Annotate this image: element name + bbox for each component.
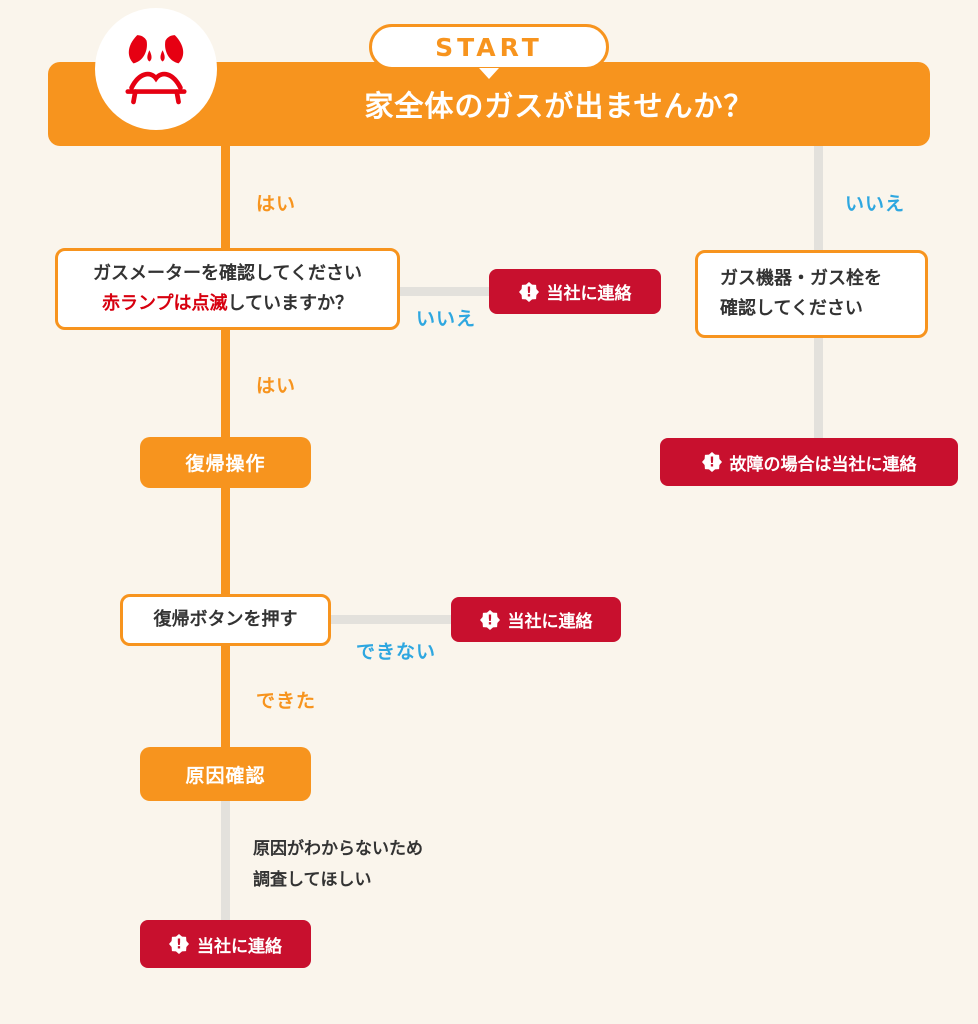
svg-text:!: ! bbox=[709, 456, 715, 471]
start-label: START bbox=[435, 32, 543, 62]
cause-check-label: 原因確認 bbox=[185, 764, 266, 787]
contact-fault-label: 故障の場合は当社に連絡 bbox=[729, 454, 917, 475]
connector-meter-to-contact bbox=[395, 287, 495, 296]
cause-note-line1: 原因がわからないため bbox=[253, 839, 423, 859]
meter-check-line2-highlight: 赤ランプは点滅 bbox=[102, 293, 228, 314]
recovery-operation-box: 復帰操作 bbox=[140, 437, 311, 488]
alert-exclamation-icon: ! bbox=[701, 452, 722, 472]
cause-note: 原因がわからないため 調査してほしい bbox=[253, 834, 423, 895]
start-badge-tail bbox=[479, 68, 499, 79]
branch-label-no-top: いいえ bbox=[845, 193, 906, 215]
svg-text:!: ! bbox=[526, 285, 532, 300]
branch-label-no-meter: いいえ bbox=[416, 308, 477, 330]
branch-label-yes-meter: はい bbox=[256, 375, 297, 397]
appliance-check-box: ガス機器・ガス栓を 確認してください bbox=[695, 250, 928, 338]
recovery-operation-label: 復帰操作 bbox=[185, 453, 266, 475]
contact-company-badge-3: ! 当社に連絡 bbox=[140, 920, 311, 968]
gas-mascot-icon bbox=[125, 35, 187, 105]
connector-button-to-contact bbox=[325, 615, 455, 624]
alert-exclamation-icon: ! bbox=[169, 934, 189, 954]
appliance-check-line1: ガス機器・ガス栓を bbox=[720, 268, 882, 290]
start-badge: START bbox=[369, 24, 609, 70]
contact-company-label: 当社に連絡 bbox=[507, 612, 593, 632]
contact-fault-badge: ! 故障の場合は当社に連絡 bbox=[660, 438, 958, 486]
cause-check-box: 原因確認 bbox=[140, 747, 311, 801]
svg-text:!: ! bbox=[176, 938, 182, 953]
meter-check-line2-rest: していますか？ bbox=[227, 293, 353, 314]
meter-check-line1: ガスメーターを確認してください bbox=[93, 263, 362, 285]
press-recovery-button-box: 復帰ボタンを押す bbox=[120, 594, 331, 646]
alert-exclamation-icon: ! bbox=[479, 609, 500, 630]
appliance-check-line2: 確認してください bbox=[720, 298, 863, 319]
svg-text:!: ! bbox=[487, 613, 493, 628]
branch-label-yes-top: はい bbox=[256, 193, 297, 215]
contact-company-badge-2: ! 当社に連絡 bbox=[451, 597, 621, 642]
cause-note-line2: 調査してほしい bbox=[253, 869, 372, 890]
branch-label-cannot: できない bbox=[356, 641, 437, 663]
logo-circle bbox=[95, 8, 217, 130]
press-recovery-button-label: 復帰ボタンを押す bbox=[153, 609, 298, 631]
connector-left-vertical-gray bbox=[221, 760, 230, 925]
contact-company-badge-1: ! 当社に連絡 bbox=[489, 269, 661, 314]
meter-check-box: ガスメーターを確認してください 赤ランプは点滅していますか？ bbox=[55, 248, 400, 330]
alert-exclamation-icon: ! bbox=[518, 281, 539, 302]
contact-company-label: 当社に連絡 bbox=[546, 284, 632, 304]
header-question: 家全体のガスが出ませんか？ bbox=[364, 89, 754, 123]
contact-company-label: 当社に連絡 bbox=[197, 936, 282, 957]
meter-check-line2: 赤ランプは点滅していますか？ bbox=[102, 289, 353, 319]
branch-label-did: できた bbox=[256, 690, 317, 712]
